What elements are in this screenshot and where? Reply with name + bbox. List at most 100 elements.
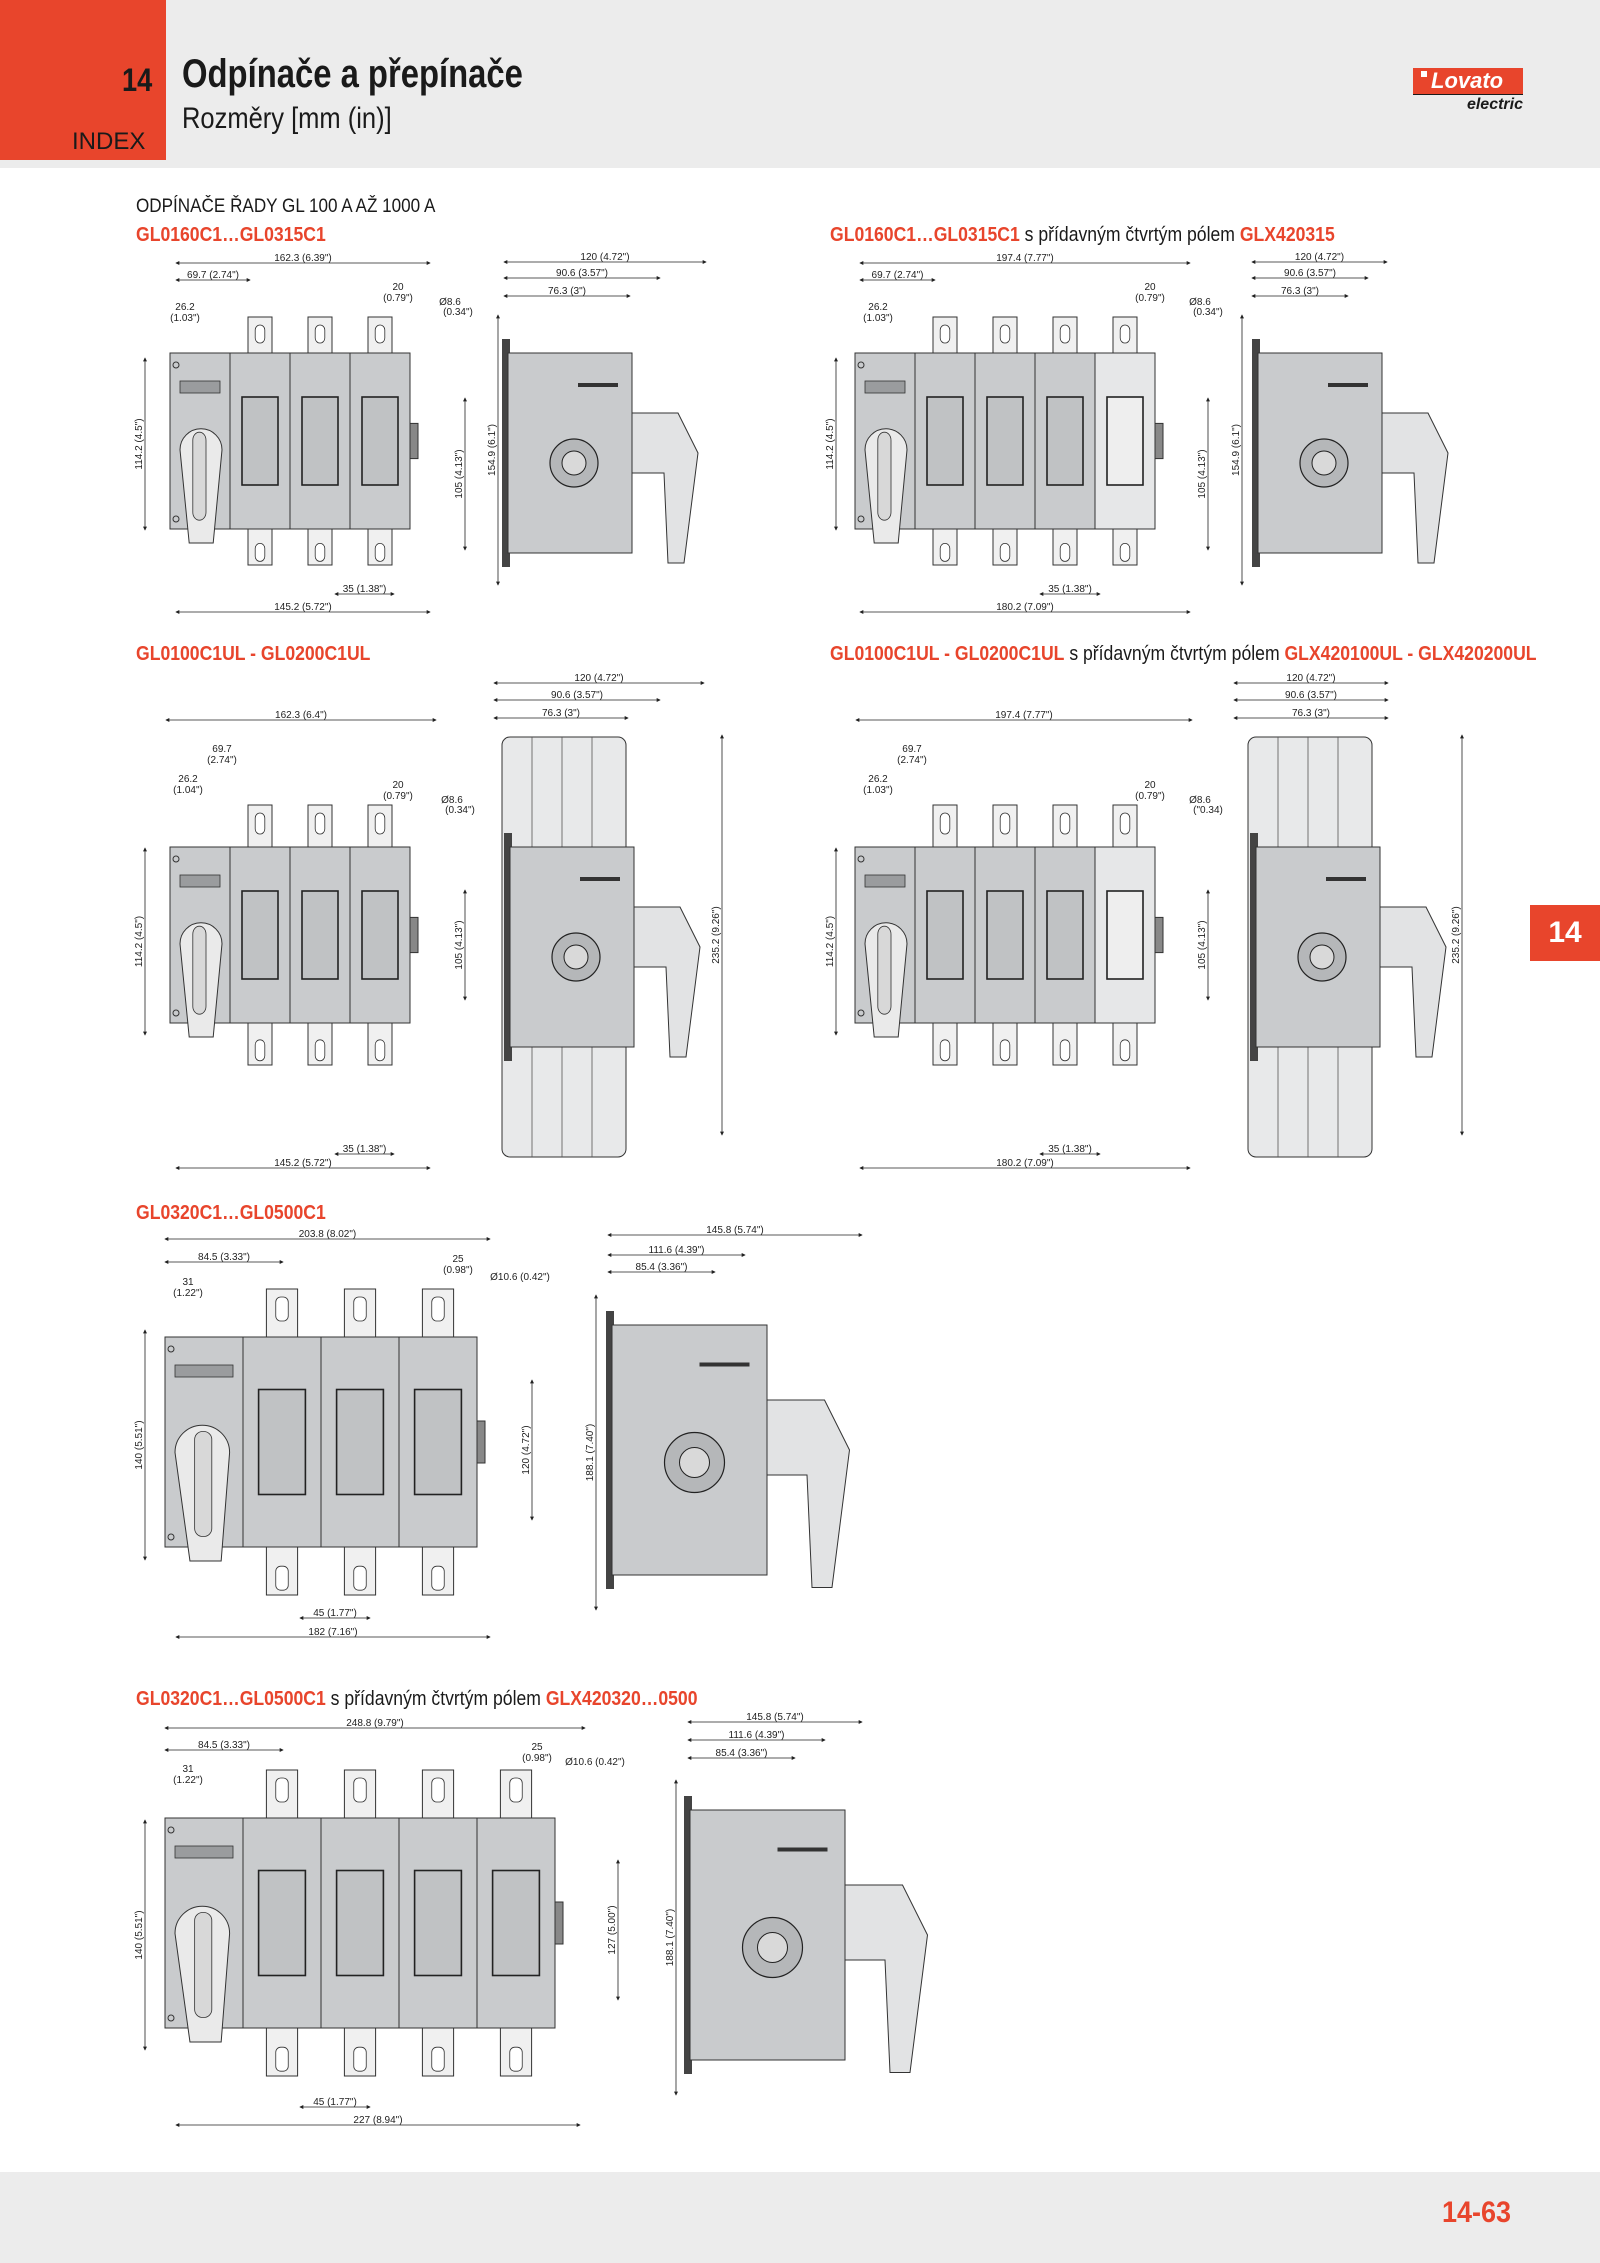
chapter-tab[interactable]: 14 xyxy=(1530,905,1600,961)
dim-s2-26in: (1.03") xyxy=(863,313,893,324)
dim-s6-25: 25 xyxy=(531,1742,543,1753)
dim-s4-26: 26.2 xyxy=(868,774,888,785)
dim-s1-120: 120 (4.72") xyxy=(580,252,629,263)
dim-s4-120: 120 (4.72") xyxy=(1286,673,1335,684)
page-subtitle: Rozměry [mm (in)] xyxy=(182,102,392,135)
dim-s1-906: 90.6 (3.57") xyxy=(556,268,608,279)
dim-s6-845: 84.5 (3.33") xyxy=(198,1740,250,1751)
dim-s5-1458: 145.8 (5.74") xyxy=(706,1225,763,1236)
dim-s3-height: 114.2 (4.5") xyxy=(134,916,145,967)
dim-s4-235: 235.2 (9.26") xyxy=(1451,906,1462,963)
dim-s3-105: 105 (4.13") xyxy=(454,920,465,969)
dim-s1-35: 35 (1.38") xyxy=(343,584,387,595)
dim-s1-holein: (0.34") xyxy=(443,307,473,318)
dim-s4-35: 35 (1.38") xyxy=(1048,1144,1092,1155)
section-heading-3: GL0100C1UL - GL0200C1UL xyxy=(136,643,371,665)
s3-side-view xyxy=(501,736,701,1158)
dim-s4-height: 114.2 (4.5") xyxy=(825,916,836,967)
s5-front-view xyxy=(164,1288,486,1596)
s4-side-view xyxy=(1247,736,1447,1158)
dim-s5-31: 31 xyxy=(182,1277,194,1288)
dim-s3-120: 120 (4.72") xyxy=(574,673,623,684)
s2-front-view xyxy=(854,316,1164,566)
page-number: 14-63 xyxy=(1442,2196,1512,2229)
dim-s1-hole: Ø8.6 xyxy=(439,297,461,308)
dim-s3-906: 90.6 (3.57") xyxy=(551,690,603,701)
dim-s4-hole: Ø8.6 xyxy=(1189,795,1211,806)
s4-front-view xyxy=(854,804,1164,1066)
dim-s3-235: 235.2 (9.26") xyxy=(711,906,722,963)
dim-s6-1116: 111.6 (4.39") xyxy=(729,1730,785,1741)
section-heading-2: GL0160C1…GL0315C1 s přídavným čtvrtým pó… xyxy=(830,224,1335,246)
dim-s3-145: 145.2 (5.72") xyxy=(274,1158,331,1169)
dim-s2-105: 105 (4.13") xyxy=(1197,449,1208,498)
dim-s2-906: 90.6 (3.57") xyxy=(1284,268,1336,279)
dim-s6-hole: Ø10.6 (0.42") xyxy=(565,1757,625,1768)
s6-front-view xyxy=(164,1769,564,2077)
dim-s3-width: 162.3 (6.4") xyxy=(275,710,327,721)
page-header xyxy=(0,0,1600,168)
dim-s4-20: 20 xyxy=(1144,780,1156,791)
dim-s6-1458: 145.8 (5.74") xyxy=(746,1712,803,1723)
dim-s5-854: 85.4 (3.36") xyxy=(636,1262,688,1273)
lovato-logo: Lovato electric xyxy=(1413,68,1523,116)
dim-s3-763: 76.3 (3") xyxy=(542,708,580,719)
section-heading-1: GL0160C1…GL0315C1 xyxy=(136,224,326,246)
s2-side-view xyxy=(1252,339,1449,567)
dim-s5-140: 140 (5.51") xyxy=(134,1420,145,1469)
dim-s5-25in: (0.98") xyxy=(443,1265,473,1276)
dim-s5-31in: (1.22") xyxy=(173,1288,203,1299)
s1-side-view xyxy=(502,339,699,567)
s5-side-view xyxy=(606,1311,851,1589)
dim-s6-25in: (0.98") xyxy=(522,1753,552,1764)
s6-side-view xyxy=(684,1796,929,2074)
dim-s3-69in: (2.74") xyxy=(207,755,237,766)
dim-s5-45: 45 (1.77") xyxy=(313,1608,357,1619)
main-heading: ODPÍNAČE ŘADY GL 100 A AŽ 1000 A xyxy=(136,196,436,217)
dim-s3-26in: (1.04") xyxy=(173,785,203,796)
section-marker xyxy=(0,0,166,160)
dim-s5-845: 84.5 (3.33") xyxy=(198,1252,250,1263)
dim-s1-26: 26.2 xyxy=(175,302,195,313)
dim-s3-20: 20 xyxy=(392,780,404,791)
dim-s6-31in: (1.22") xyxy=(173,1775,203,1786)
dim-s2-holein: (0.34") xyxy=(1193,307,1223,318)
dim-s4-69: 69.7 xyxy=(902,744,922,755)
dim-s6-854: 85.4 (3.36") xyxy=(716,1748,768,1759)
dim-s2-26: 26.2 xyxy=(868,302,888,313)
dim-s1-105: 105 (4.13") xyxy=(454,449,465,498)
dim-s2-155: 154.9 (6.1") xyxy=(1231,424,1242,476)
dim-s5-width: 203.8 (8.02") xyxy=(299,1229,356,1240)
dim-s5-182: 182 (7.16") xyxy=(308,1627,357,1638)
section-heading-6: GL0320C1…GL0500C1 s přídavným čtvrtým pó… xyxy=(136,1688,698,1710)
dim-s1-20: 20 xyxy=(392,282,404,293)
dim-s4-width: 197.4 (7.77") xyxy=(995,710,1052,721)
dim-s2-handle: 69.7 (2.74") xyxy=(872,270,924,281)
dim-s5-1116: 111.6 (4.39") xyxy=(649,1245,705,1256)
dim-s4-20in: (0.79") xyxy=(1135,791,1165,802)
dim-s2-hole: Ø8.6 xyxy=(1189,297,1211,308)
dim-s2-width: 197.4 (7.77") xyxy=(996,253,1053,264)
index-link[interactable]: INDEX xyxy=(72,128,146,155)
dim-s6-width: 248.8 (9.79") xyxy=(346,1718,403,1729)
dim-s5-188: 188.1 (7.40") xyxy=(585,1424,596,1481)
dim-s4-763: 76.3 (3") xyxy=(1292,708,1330,719)
dim-s5-hole: Ø10.6 (0.42") xyxy=(490,1272,550,1283)
dim-s5-25: 25 xyxy=(452,1254,464,1265)
dim-s2-35: 35 (1.38") xyxy=(1048,584,1092,595)
dim-s6-31: 31 xyxy=(182,1764,194,1775)
dim-s3-hole: Ø8.6 xyxy=(441,795,463,806)
dim-s1-20in: (0.79") xyxy=(383,293,413,304)
s3-front-view xyxy=(169,804,419,1066)
dim-s2-763: 76.3 (3") xyxy=(1281,286,1319,297)
dim-s6-227: 227 (8.94") xyxy=(353,2115,402,2126)
dim-s3-35: 35 (1.38") xyxy=(343,1144,387,1155)
dim-s6-188: 188.1 (7.40") xyxy=(665,1909,676,1966)
s1-front-view xyxy=(169,316,419,566)
dim-s1-height: 114.2 (4.5") xyxy=(134,418,145,469)
dim-s1-width: 162.3 (6.39") xyxy=(274,253,331,264)
dim-s5-120: 120 (4.72") xyxy=(521,1425,532,1474)
dim-s4-69in: (2.74") xyxy=(897,755,927,766)
dim-s3-26: 26.2 xyxy=(178,774,198,785)
